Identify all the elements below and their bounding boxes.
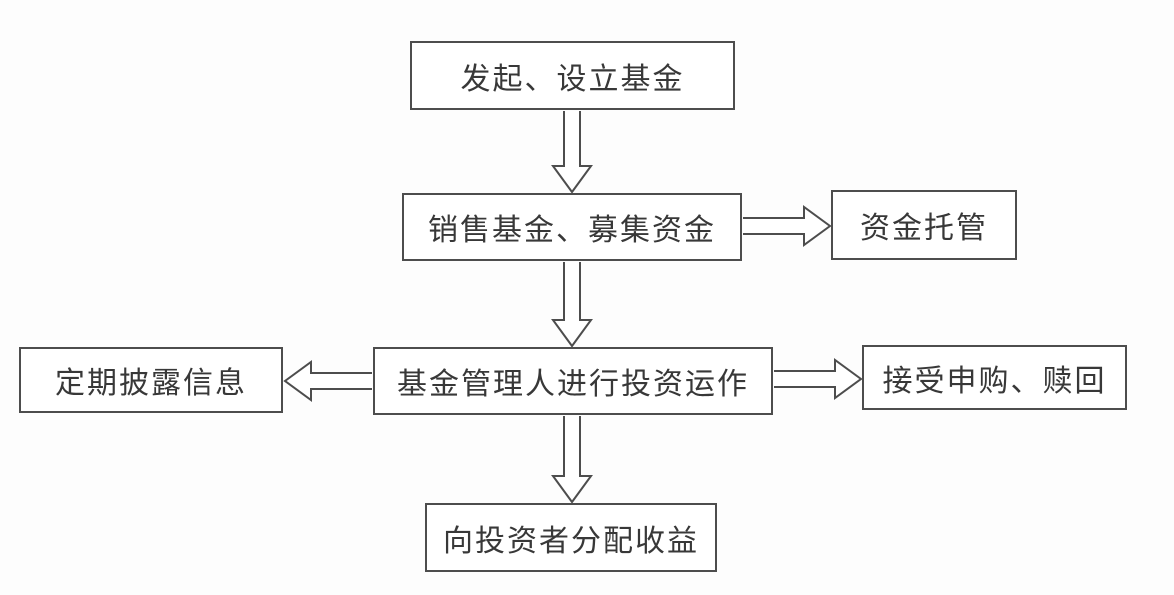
- arrow-manager-to-disclose: [283, 360, 372, 402]
- node-periodic-disclosure-label: 定期披露信息: [55, 367, 247, 400]
- arrow-sell-to-custody: [743, 205, 832, 247]
- node-manager-investment-operation-label: 基金管理人进行投资运作: [397, 368, 749, 401]
- node-initiate-fund-label: 发起、设立基金: [460, 62, 685, 96]
- node-fund-custody-label: 资金托管: [860, 212, 988, 245]
- node-distribute-returns-label: 向投资者分配收益: [443, 524, 699, 558]
- node-sell-raise-capital-label: 销售基金、募集资金: [428, 214, 716, 247]
- node-subscription-redemption-label: 接受申购、赎回: [882, 364, 1107, 398]
- arrow-manager-to-distribute: [551, 416, 593, 504]
- arrow-initiate-to-sell: [551, 111, 593, 194]
- node-manager-investment-operation: 基金管理人进行投资运作: [373, 347, 773, 415]
- node-fund-custody: 资金托管: [831, 190, 1017, 260]
- node-initiate-fund: 发起、设立基金: [410, 41, 735, 110]
- node-sell-raise-capital: 销售基金、募集资金: [402, 193, 742, 261]
- node-subscription-redemption: 接受申购、赎回: [862, 345, 1127, 410]
- node-distribute-returns: 向投资者分配收益: [425, 503, 717, 572]
- node-periodic-disclosure: 定期披露信息: [19, 347, 283, 413]
- arrow-sell-to-manager: [551, 262, 593, 348]
- arrow-manager-to-redeem: [774, 358, 863, 400]
